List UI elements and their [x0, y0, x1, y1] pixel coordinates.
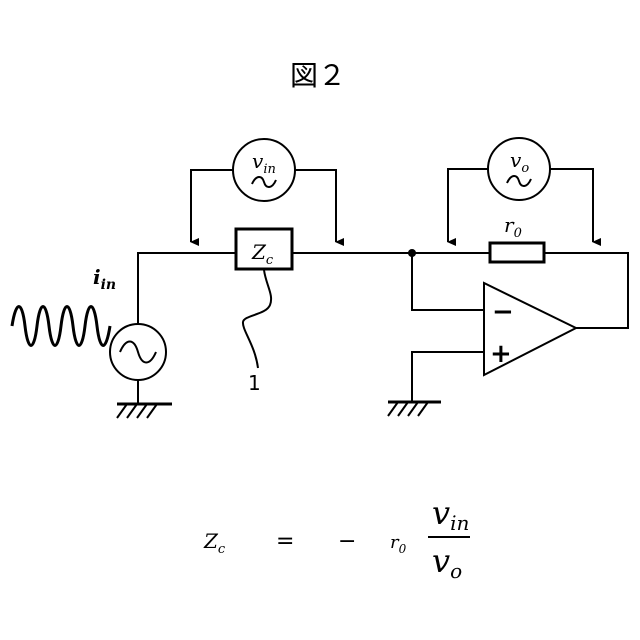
- cable-ref-label: 1: [248, 371, 261, 395]
- ac-source-wave-icon: [120, 342, 156, 363]
- equation-coef: r0: [390, 532, 407, 556]
- equation: Zc = − r0 vin vo: [203, 494, 470, 583]
- equation-minus: −: [338, 529, 356, 554]
- voltmeter-out-label: vo: [510, 148, 529, 176]
- equation-equals: =: [276, 529, 294, 554]
- cable-lead: [243, 270, 271, 368]
- ground-right-hatch: [388, 402, 428, 416]
- equation-lhs: Zc: [203, 529, 226, 557]
- current-label: iin: [93, 265, 116, 293]
- voltmeter-in-label: vin: [252, 149, 276, 177]
- opamp-minus-label: −: [492, 297, 514, 327]
- current-wave: [12, 307, 110, 346]
- feedback-resistor: [490, 243, 544, 262]
- impedance-label: Zc: [251, 240, 274, 268]
- opamp-plus-label: +: [490, 339, 512, 369]
- voltmeter-out-wave-icon: [507, 176, 531, 186]
- voltmeter-in-wave-icon: [252, 177, 276, 187]
- equation-denominator: vo: [432, 542, 462, 583]
- equation-numerator: vin: [432, 494, 469, 535]
- figure-title: 図２: [290, 59, 346, 92]
- ground-left-hatch: [117, 404, 157, 418]
- main-wire: [138, 253, 236, 324]
- resistor-label: r0: [504, 213, 522, 241]
